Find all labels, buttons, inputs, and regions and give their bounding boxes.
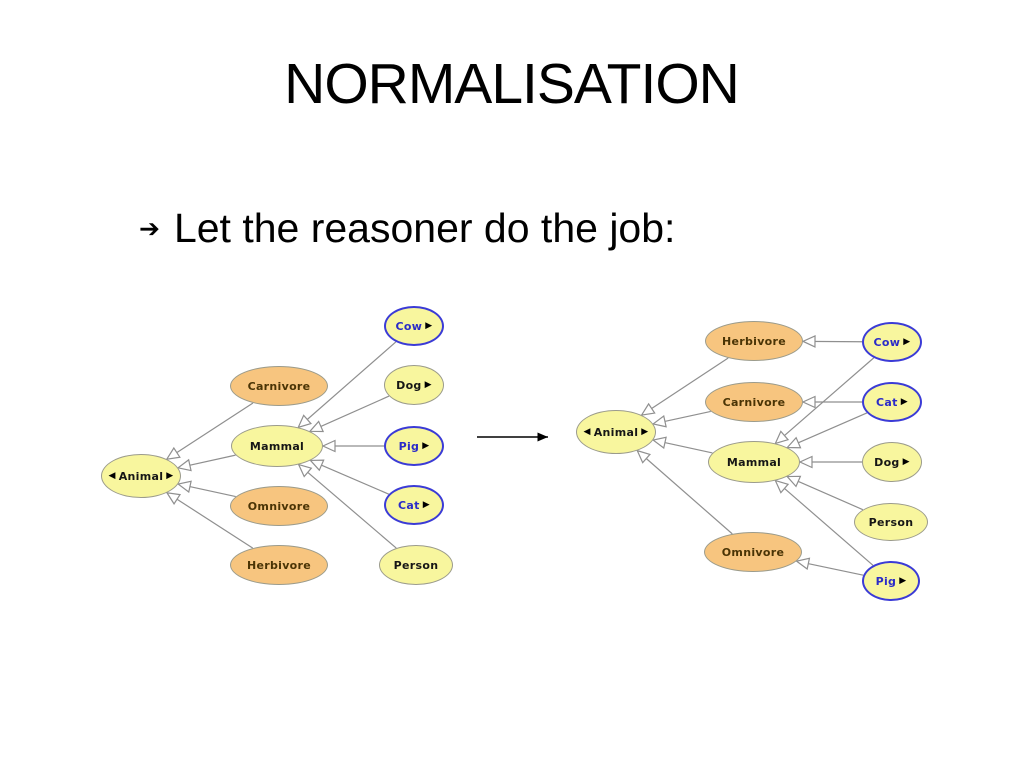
node-label: Person xyxy=(393,558,439,572)
expand-right-icon: ▶ xyxy=(166,470,174,481)
expand-right-icon: ▶ xyxy=(422,499,430,510)
edge-cat-isa-mammal xyxy=(785,412,868,449)
edge-omnivore-isa-animal xyxy=(176,480,236,498)
edge-mammal-isa-animal xyxy=(176,454,236,472)
node-person: Person xyxy=(854,503,928,541)
node-mammal: Mammal xyxy=(231,425,323,467)
expand-right-icon: ▶ xyxy=(900,396,908,407)
node-omnivore: Omnivore xyxy=(704,532,802,572)
node-cow: Cow▶ xyxy=(384,306,444,346)
node-herbivore: Herbivore xyxy=(230,545,328,585)
node-label: Animal xyxy=(593,425,639,439)
expand-right-icon: ▶ xyxy=(903,336,911,347)
node-label: Omnivore xyxy=(247,499,311,513)
node-mammal: Mammal xyxy=(708,441,800,483)
arrow-bullet-icon: ➔ xyxy=(139,215,160,244)
expand-right-icon: ▶ xyxy=(424,379,432,390)
node-dog: Dog▶ xyxy=(384,365,444,405)
node-carnivore: Carnivore xyxy=(705,382,803,422)
node-cow: Cow▶ xyxy=(862,322,922,362)
edge-cow-isa-mammal xyxy=(297,341,397,429)
node-label: Cat xyxy=(876,395,898,409)
expand-right-icon: ▶ xyxy=(902,456,910,467)
edge-person-isa-mammal xyxy=(785,475,864,511)
node-label: Person xyxy=(868,515,914,529)
node-carnivore: Carnivore xyxy=(230,366,328,406)
node-label: Herbivore xyxy=(721,334,787,348)
node-label: Omnivore xyxy=(721,545,785,559)
expand-left-icon: ◀ xyxy=(583,426,591,437)
node-omnivore: Omnivore xyxy=(230,486,328,526)
expand-right-icon: ▶ xyxy=(425,320,433,331)
node-label: Animal xyxy=(118,469,164,483)
node-label: Cow xyxy=(873,335,901,349)
edge-herbivore-isa-animal xyxy=(165,491,254,549)
left-diagram-before-normalisation-edges xyxy=(165,341,397,549)
node-pig: Pig▶ xyxy=(862,561,920,601)
edge-herbivore-isa-animal xyxy=(640,357,729,416)
right-diagram-after-normalisation-edges xyxy=(636,335,875,576)
node-label: Carnivore xyxy=(247,379,311,393)
bullet-line: ➔ Let the reasoner do the job: xyxy=(139,205,676,251)
node-label: Mammal xyxy=(726,455,782,469)
edge-person-isa-mammal xyxy=(297,463,397,549)
node-label: Dog xyxy=(874,455,900,469)
bullet-text: Let the reasoner do the job: xyxy=(173,205,676,251)
node-label: Cow xyxy=(395,319,423,333)
edge-carnivore-isa-animal xyxy=(165,402,254,460)
edge-cow-isa-mammal xyxy=(774,357,875,445)
node-animal: ◀Animal▶ xyxy=(101,454,181,498)
edge-mammal-isa-animal xyxy=(651,436,713,454)
node-label: Pig xyxy=(398,439,420,453)
node-label: Dog xyxy=(396,378,422,392)
node-label: Pig xyxy=(875,574,897,588)
edge-omnivore-isa-animal xyxy=(636,449,733,535)
node-label: Carnivore xyxy=(722,395,786,409)
node-cat: Cat▶ xyxy=(384,485,444,525)
expand-left-icon: ◀ xyxy=(108,470,116,481)
edge-pig-isa-mammal xyxy=(774,479,874,566)
node-person: Person xyxy=(379,545,453,585)
node-label: Mammal xyxy=(249,439,305,453)
page-title: NORMALISATION xyxy=(284,52,740,116)
node-label: Herbivore xyxy=(246,558,312,572)
edge-carnivore-isa-animal xyxy=(651,410,711,428)
expand-right-icon: ▶ xyxy=(899,575,907,586)
node-cat: Cat▶ xyxy=(862,382,922,422)
edge-pig-isa-omnivore xyxy=(795,557,864,576)
node-animal: ◀Animal▶ xyxy=(576,410,656,454)
edge-dog-isa-mammal xyxy=(308,395,390,433)
node-pig: Pig▶ xyxy=(384,426,444,466)
edge-cat-isa-mammal xyxy=(309,459,390,495)
expand-right-icon: ▶ xyxy=(422,440,430,451)
expand-right-icon: ▶ xyxy=(641,426,649,437)
node-label: Cat xyxy=(398,498,420,512)
node-herbivore: Herbivore xyxy=(705,321,803,361)
node-dog: Dog▶ xyxy=(862,442,922,482)
